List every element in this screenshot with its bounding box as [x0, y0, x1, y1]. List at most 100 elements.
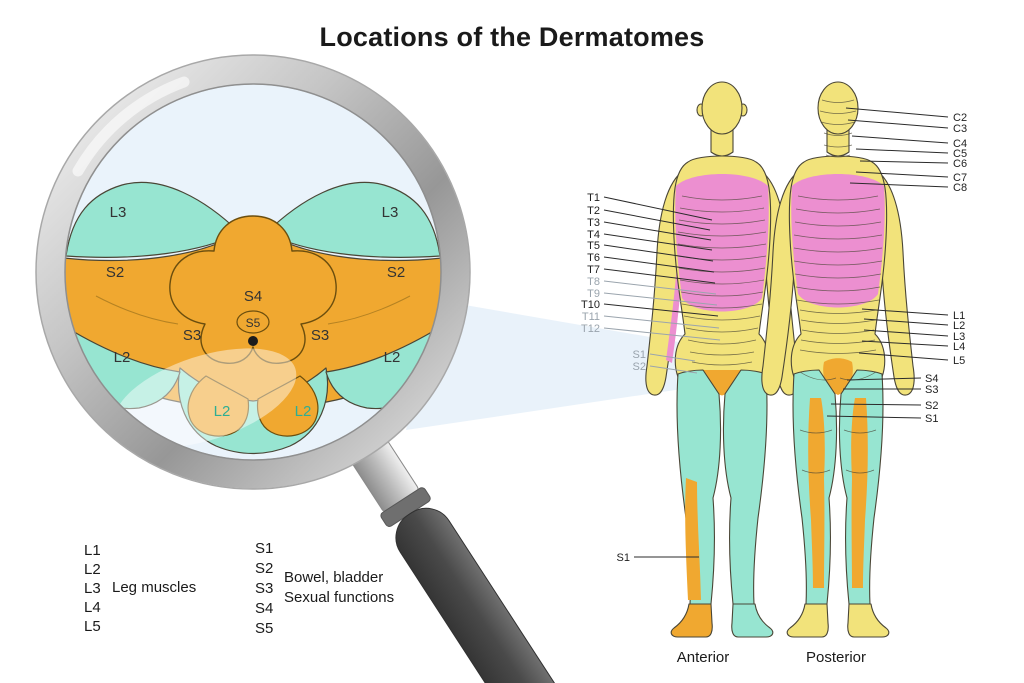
posterior-contour-lines — [793, 99, 883, 474]
lens-label-l2-bottom-right: L2 — [295, 403, 312, 420]
label-c8: C8 — [953, 182, 967, 194]
legend-sacral-s3: S3 — [255, 580, 274, 597]
legend-lumbar-l5: L5 — [84, 618, 101, 635]
label-t7: T7 — [587, 264, 600, 276]
lens-label-l2-right: L2 — [384, 349, 401, 366]
lens-label-l3-left: L3 — [110, 204, 127, 221]
lens-anus-dot — [248, 336, 258, 346]
label-t5: T5 — [587, 240, 600, 252]
lens-shine — [113, 348, 297, 448]
label-c7: C7 — [953, 172, 967, 184]
anterior-chest-pink — [675, 174, 769, 312]
legend-sacral-s2: S2 — [255, 560, 274, 577]
sacral-left-labels: S1 S2 — [633, 349, 646, 373]
lens-label-s5: S5 — [246, 316, 261, 330]
label-t4: T4 — [587, 229, 600, 241]
legend-sacral-s1: S1 — [255, 540, 274, 557]
label-t8: T8 — [587, 276, 600, 288]
magnifier: L3 L3 S2 S2 S4 S5 S3 S3 L2 L2 L2 L2 — [35, 54, 561, 683]
posterior-sacral-patch — [823, 358, 853, 395]
legend-lumbar-codes: L1 L2 L3 L4 L5 — [84, 541, 101, 636]
legend-lumbar-l3: L3 — [84, 580, 101, 597]
sacral-right-labels: S4 S3 S2 S1 — [925, 373, 938, 425]
legend-sacral-codes: S1 S2 S3 S4 S5 — [255, 539, 273, 639]
label-t6: T6 — [587, 252, 600, 264]
posterior-right-leg-stripe — [851, 398, 868, 588]
label-s1-leg: S1 — [617, 552, 630, 564]
legend-sacral-description-2: Sexual functions — [284, 589, 395, 606]
caption-posterior: Posterior — [806, 649, 866, 666]
lens-teal-top-right — [265, 181, 441, 258]
caption-anterior: Anterior — [677, 649, 730, 666]
label-l3: L3 — [953, 331, 965, 343]
legend-lumbar-description: Leg muscles — [112, 579, 197, 596]
label-s2-right: S2 — [925, 400, 938, 412]
label-s1-right: S1 — [925, 413, 938, 425]
lens-bottom-lobe-left — [187, 375, 250, 437]
label-s1-left: S1 — [633, 349, 646, 361]
lens-bottom-lobe-right — [256, 375, 319, 437]
page-title: Locations of the Dermatomes — [319, 22, 705, 52]
lens-teal-top-left — [65, 181, 241, 258]
anterior-right-foot — [731, 603, 774, 638]
lens-label-l3-right: L3 — [382, 204, 399, 221]
magnifier-beam — [406, 300, 702, 430]
posterior-left-leg-stripe — [808, 398, 825, 588]
anterior-left-leg — [676, 369, 722, 605]
anterior-s1-strip — [685, 478, 701, 600]
lens-label-s3-left: S3 — [183, 327, 201, 344]
anterior-head — [701, 81, 743, 135]
magnifier-handle — [341, 423, 561, 683]
posterior-right-foot — [847, 603, 890, 638]
lens-label-l2-bottom-left: L2 — [214, 403, 231, 420]
thoracic-labels: T1 T2 T3 T4 T5 T6 T7 T8 T9 T10 T11 T12 — [581, 192, 600, 335]
anterior-left-foot — [670, 603, 713, 638]
anterior-contour-lines — [677, 195, 767, 366]
label-t1: T1 — [587, 192, 600, 204]
magnifier-rim-highlight — [72, 76, 190, 177]
magnifier-rim-inner-edge — [64, 83, 442, 461]
label-l5: L5 — [953, 355, 965, 367]
label-c6: C6 — [953, 158, 967, 170]
label-c5: C5 — [953, 148, 967, 160]
label-t12: T12 — [581, 323, 600, 335]
label-s2-left: S2 — [633, 361, 646, 373]
anterior-right-leg — [722, 369, 768, 605]
label-l4: L4 — [953, 341, 965, 353]
magnifier-labels: L3 L3 S2 S2 S4 S5 S3 S3 L2 L2 L2 L2 — [106, 204, 405, 420]
label-c3: C3 — [953, 123, 967, 135]
label-s3-right: S3 — [925, 384, 938, 396]
label-s4-right: S4 — [925, 373, 938, 385]
label-t11: T11 — [582, 311, 600, 323]
label-t9: T9 — [587, 288, 600, 300]
posterior-figure — [761, 81, 915, 638]
lens-label-l2-left: L2 — [114, 349, 131, 366]
lens-central-structure — [169, 215, 337, 364]
magnifier-rim-outer-edge — [35, 54, 471, 490]
legend-lumbar-l4: L4 — [84, 599, 101, 616]
lens-label-s2-right: S2 — [387, 264, 405, 281]
posterior-left-foot — [786, 603, 829, 638]
lens-label-s2-left: S2 — [106, 264, 124, 281]
label-c2: C2 — [953, 112, 967, 124]
lens-s5-region — [236, 310, 270, 334]
posterior-head — [817, 81, 859, 135]
cervical-labels: C2 C3 C4 C5 C6 C7 C8 — [953, 112, 967, 194]
legend-sacral-s5: S5 — [255, 620, 274, 637]
legend-sacral-s4: S4 — [255, 600, 274, 617]
label-t3: T3 — [587, 217, 600, 229]
lens-label-s3-right: S3 — [311, 327, 329, 344]
label-l2: L2 — [953, 320, 965, 332]
anterior-groin — [703, 370, 741, 396]
legend-sacral-description-1: Bowel, bladder — [284, 569, 384, 586]
legend-lumbar-l1: L1 — [84, 542, 101, 559]
lumbar-right-labels: L1 L2 L3 L4 L5 — [953, 310, 965, 367]
label-l1: L1 — [953, 310, 965, 322]
label-c4: C4 — [953, 138, 967, 150]
label-t2: T2 — [587, 205, 600, 217]
lens-wrinkle-lines — [95, 295, 411, 325]
legend-lumbar-l2: L2 — [84, 561, 101, 578]
lens-label-s4: S4 — [244, 288, 262, 305]
